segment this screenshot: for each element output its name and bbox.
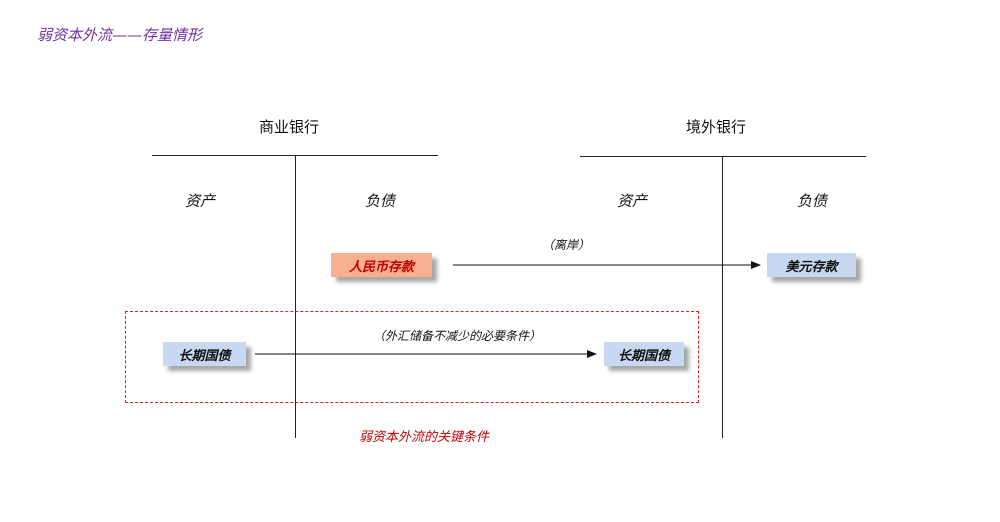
right-asset-label: 资产 xyxy=(616,192,648,210)
rmb-deposit-box: 人民币存款 xyxy=(331,253,432,277)
bank-title-offshore: 境外银行 xyxy=(685,118,747,136)
key-condition-caption: 弱资本外流的关键条件 xyxy=(358,430,490,445)
left-asset-label: 资产 xyxy=(184,192,216,210)
usd-deposit-box: 美元存款 xyxy=(767,253,856,277)
t-account-right-divider xyxy=(722,156,723,438)
key-condition-region xyxy=(125,311,699,403)
long-term-bond-right-box: 长期国债 xyxy=(604,342,684,366)
bank-title-commercial: 商业银行 xyxy=(258,118,320,136)
t-account-left-divider xyxy=(295,155,296,438)
left-liability-label: 负债 xyxy=(364,192,396,210)
t-account-right-top-line xyxy=(580,156,866,157)
page-title: 弱资本外流——存量情形 xyxy=(37,26,203,44)
long-term-bond-left-box: 长期国债 xyxy=(163,342,246,366)
fx-reserve-condition-note: （外汇储备不减少的必要条件） xyxy=(372,329,542,343)
right-liability-label: 负债 xyxy=(796,192,828,210)
offshore-note: （离岸） xyxy=(541,238,591,252)
